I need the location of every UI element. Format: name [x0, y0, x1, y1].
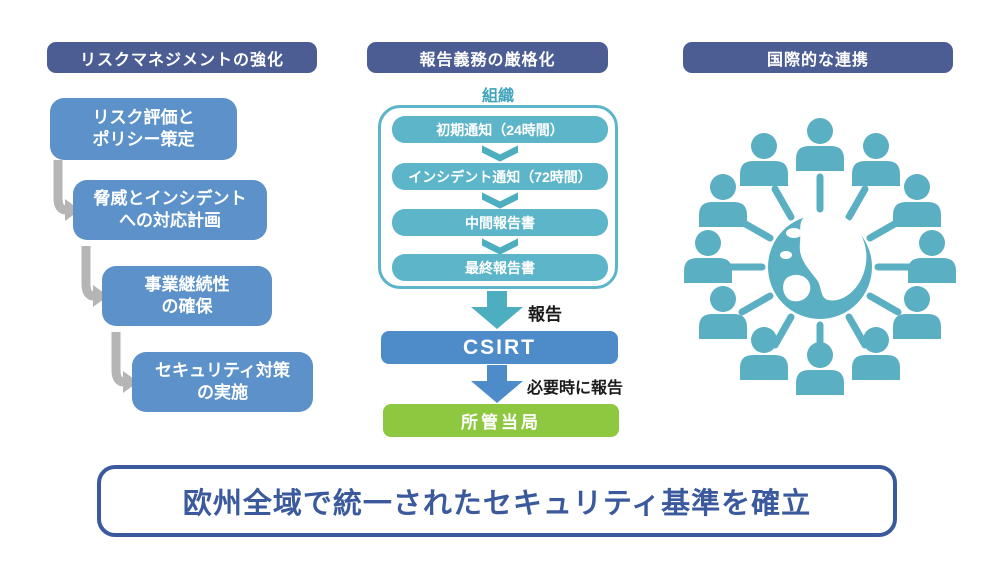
intl-column-header: 国際的な連携: [683, 42, 953, 73]
risk-step-box: 脅威とインシデント への対応計画: [73, 180, 267, 240]
person-icon: [740, 133, 788, 186]
person-icon: [852, 133, 900, 186]
elbow-arrow-icon: [53, 160, 80, 221]
risk-step-box: セキュリティ対策 の実施: [132, 352, 313, 412]
person-icon: [684, 230, 732, 283]
notice-box: 初期通知（24時間）: [392, 116, 608, 143]
summary-banner: 欧州全域で統一されたセキュリティ基準を確立: [97, 465, 897, 537]
chevron-down-icon: [482, 238, 518, 255]
risk-step-box: 事業継続性 の確保: [102, 266, 272, 326]
globe-people-network-icon: [684, 118, 956, 395]
report-flow-label: 報告: [528, 305, 562, 324]
elbow-arrow-icon: [111, 332, 138, 393]
notice-box: 中間報告書: [392, 209, 608, 236]
person-icon: [699, 174, 747, 227]
conditional-report-arrow-down-icon: [471, 365, 523, 403]
person-icon: [796, 118, 844, 171]
person-icon: [908, 230, 956, 283]
chevron-down-icon: [482, 145, 518, 162]
risk-step-box: リスク評価と ポリシー策定: [50, 98, 237, 160]
organization-label: 組織: [481, 88, 514, 105]
person-icon: [796, 342, 844, 395]
report-column-header: 報告義務の厳格化: [367, 42, 608, 73]
notice-box: インシデント通知（72時間）: [392, 163, 608, 190]
summary-text: 欧州全域で統一されたセキュリティ基準を確立: [182, 488, 812, 520]
csirt-box: CSIRT: [381, 331, 618, 364]
person-icon: [893, 174, 941, 227]
authority-box: 所管当局: [383, 404, 619, 437]
elbow-arrow-icon: [81, 246, 108, 307]
notice-box: 最終報告書: [392, 254, 608, 281]
report-arrow-down-icon: [471, 291, 523, 329]
chevron-down-icon: [482, 192, 518, 209]
risk-column-header: リスクマネジメントの強化: [47, 42, 317, 73]
conditional-report-label: 必要時に報告: [527, 380, 624, 397]
globe-icon: [768, 212, 872, 319]
